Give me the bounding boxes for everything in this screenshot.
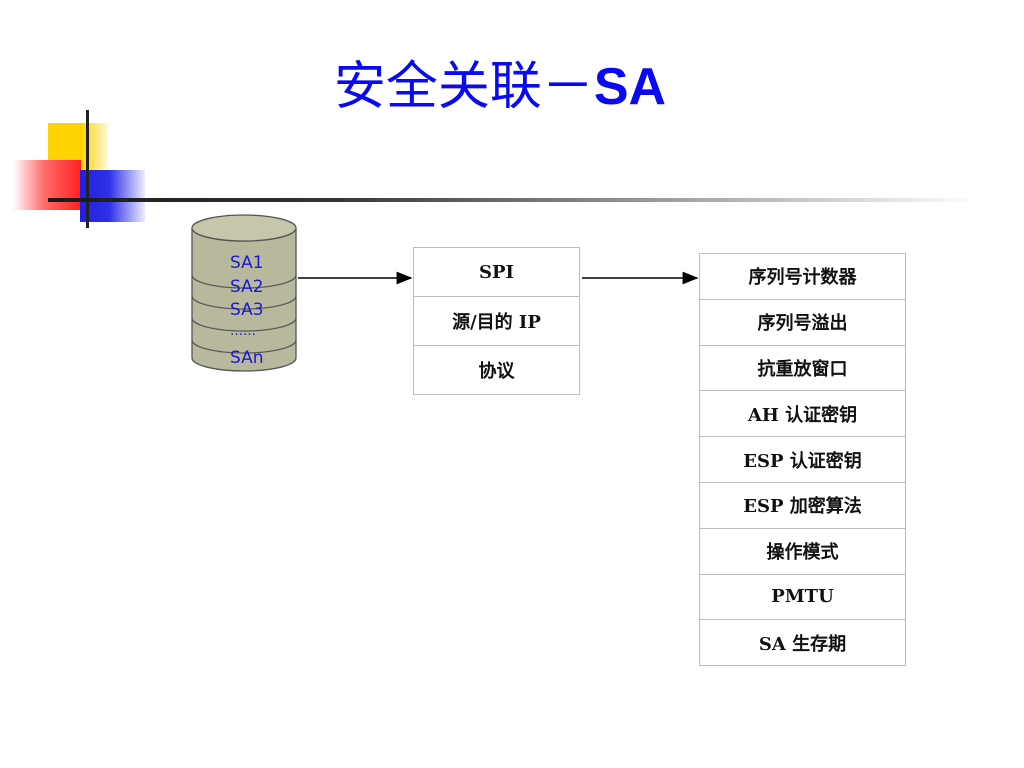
db-entry-sa3: SA3: [230, 300, 264, 320]
deco-vertical-line: [86, 110, 89, 228]
selector-row-spi: SPI: [479, 261, 514, 283]
db-entry-sa1: SA1: [230, 253, 264, 273]
selector-row-protocol: 协议: [414, 345, 579, 394]
param-row-seq-overflow: 序列号溢出: [700, 298, 905, 345]
db-entry-ellipsis: ……: [230, 324, 256, 339]
title-chinese: 安全关联－: [333, 57, 594, 117]
param-row-esp-auth-key: ESP 认证密钥: [700, 436, 905, 482]
database-cylinder-icon: [191, 214, 297, 372]
param-row-sa-lifetime: SA 生存期: [700, 619, 905, 665]
param-row-pmtu: PMTU: [700, 573, 905, 620]
selector-table: SPI 源/目的 IP 协议: [413, 247, 580, 395]
param-row-mode: 操作模式: [700, 527, 905, 574]
db-entry-sa2: SA2: [230, 277, 264, 297]
selector-row-ip: 源/目的 IP: [414, 296, 579, 345]
page-title: 安全关联－SA: [0, 52, 1000, 122]
param-row-seq-counter: 序列号计数器: [748, 267, 857, 289]
param-row-esp-encryption: ESP 加密算法: [700, 481, 905, 528]
title-underline-rule: [48, 198, 978, 202]
parameter-table: 序列号计数器 序列号溢出 抗重放窗口 AH 认证密钥 ESP 认证密钥 ESP …: [699, 253, 906, 667]
deco-blue-square: [80, 170, 145, 222]
param-row-ah-auth-key: AH 认证密钥: [700, 390, 905, 436]
param-row-anti-replay: 抗重放窗口: [700, 344, 905, 391]
db-entry-san: SAn: [230, 348, 264, 368]
title-latin: SA: [593, 58, 667, 116]
